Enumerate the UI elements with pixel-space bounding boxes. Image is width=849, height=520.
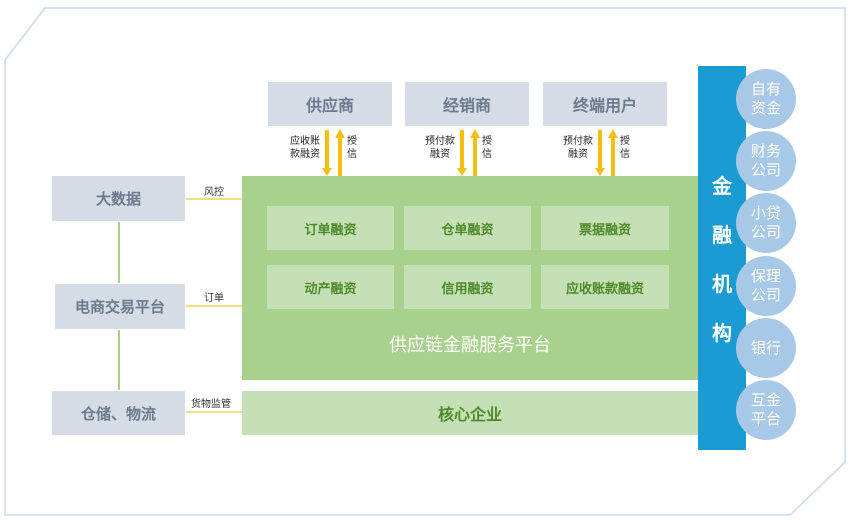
institution-finance-company: 财务 公司 — [736, 131, 796, 191]
end-user-box: 终端用户 — [543, 82, 667, 126]
finance-char-1: 金 — [712, 174, 732, 198]
finance-char-3: 机 — [712, 272, 732, 296]
arrows — [322, 129, 618, 176]
product-order-financing: 订单融资 — [267, 206, 394, 250]
arrow-label-credit-2: 授 信 — [482, 136, 492, 160]
finance-char-2: 融 — [712, 223, 732, 247]
financial-institutions-bar: 金 融 机 构 — [698, 66, 746, 450]
institution-microloan-company: 小贷 公司 — [736, 193, 796, 253]
label-risk-control: 风控 — [204, 187, 224, 198]
supplier-box: 供应商 — [268, 82, 392, 126]
platform-title: 供应链金融服务平台 — [389, 335, 551, 356]
connectors — [118, 198, 242, 413]
institution-factoring-company: 保理 公司 — [736, 256, 796, 316]
institution-internet-finance-platform: 互金 平台 — [736, 380, 796, 440]
core-enterprise-box: 核心企业 — [242, 391, 698, 435]
arrow-label-prepayment-2: 预付款 融资 — [563, 136, 593, 160]
label-order: 订单 — [204, 293, 224, 304]
product-bill-financing: 票据融资 — [541, 206, 669, 250]
ecommerce-platform-box: 电商交易平台 — [55, 284, 185, 329]
label-goods-supervision: 货物监管 — [191, 399, 231, 410]
arrow-label-receivables: 应收账 款融资 — [290, 136, 320, 160]
distributor-box: 经销商 — [405, 82, 529, 126]
product-warehouse-receipt-financing: 仓单融资 — [404, 206, 531, 250]
arrow-label-credit-1: 授 信 — [347, 136, 357, 160]
product-receivables-financing: 应收账款融资 — [541, 265, 669, 309]
finance-char-4: 构 — [712, 321, 732, 345]
warehouse-logistics-box: 仓储、物流 — [52, 391, 185, 435]
arrow-label-credit-3: 授 信 — [620, 136, 630, 160]
institution-own-funds: 自有 资金 — [736, 69, 796, 129]
institution-bank: 银行 — [736, 318, 796, 378]
product-credit-financing: 信用融资 — [404, 265, 531, 309]
product-movable-property-financing: 动产融资 — [267, 265, 394, 309]
big-data-box: 大数据 — [52, 176, 185, 221]
arrow-label-prepayment-1: 预付款 融资 — [425, 136, 455, 160]
